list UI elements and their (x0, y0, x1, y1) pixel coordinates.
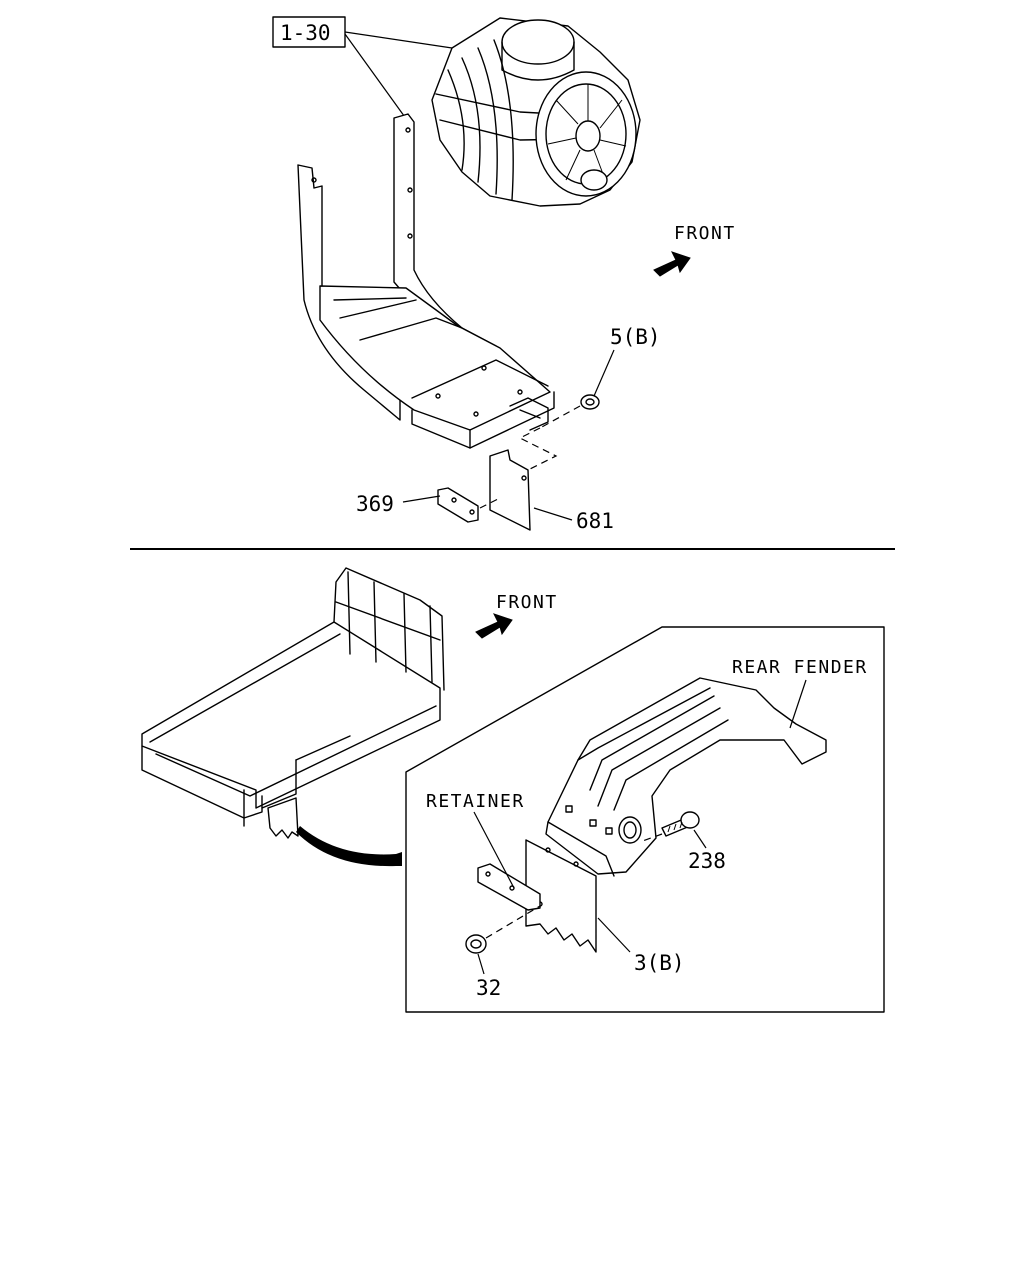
rear-fender-label: REAR FENDER (732, 657, 868, 678)
bottom-view: FRONT REAR FENDER 238 (141, 567, 885, 1013)
front-label-top: FRONT (674, 223, 736, 244)
callout-flap-3b-leader (597, 917, 631, 953)
callout-nut-32: 32 (476, 976, 501, 1000)
retainer-leader (473, 811, 515, 889)
detail-pointer-arrow (296, 826, 402, 867)
front-label-bottom: FRONT (496, 592, 558, 613)
callout-flap-681: 681 (576, 509, 614, 533)
nut-5b-dash-line (539, 405, 581, 429)
truck-bed-drawing (141, 567, 445, 839)
callout-flap-3b: 3(B) (634, 951, 685, 975)
front-arrow-top (653, 251, 691, 277)
rear-fender-leader (789, 679, 807, 729)
group-ref-leader-tank (344, 31, 453, 49)
nut-32 (465, 934, 487, 954)
rear-fender-drawing (545, 677, 827, 877)
detail-frame (405, 626, 885, 1013)
bolt-238 (661, 811, 700, 837)
bracket-369 (437, 487, 479, 523)
air-tank-drawing (431, 17, 641, 207)
bracket-369-dash-line (479, 497, 501, 509)
callout-bolt-238-leader (693, 829, 707, 849)
group-ref-label: 1-30 (280, 21, 331, 45)
top-view: 1-30 (272, 16, 736, 533)
bolt-238-dash-line (639, 833, 663, 843)
callout-nut-5b: 5(B) (610, 325, 661, 349)
group-ref-leader-frame (344, 33, 408, 121)
callout-nut-32-leader (477, 953, 485, 975)
nut-32-dash-line (485, 905, 541, 939)
front-arrow-bottom (475, 613, 513, 639)
frame-bracket-drawing (297, 113, 555, 449)
nut-5b (580, 394, 600, 410)
callout-bracket-369-leader (402, 495, 441, 503)
callout-flap-681-leader (533, 507, 573, 521)
retainer (477, 863, 541, 911)
flap-681 (489, 449, 531, 531)
flap-681-dash-path (499, 427, 558, 485)
callout-bracket-369: 369 (356, 492, 394, 516)
callout-bolt-238: 238 (688, 849, 726, 873)
retainer-label: RETAINER (426, 791, 525, 812)
callout-nut-5b-leader (593, 349, 615, 397)
